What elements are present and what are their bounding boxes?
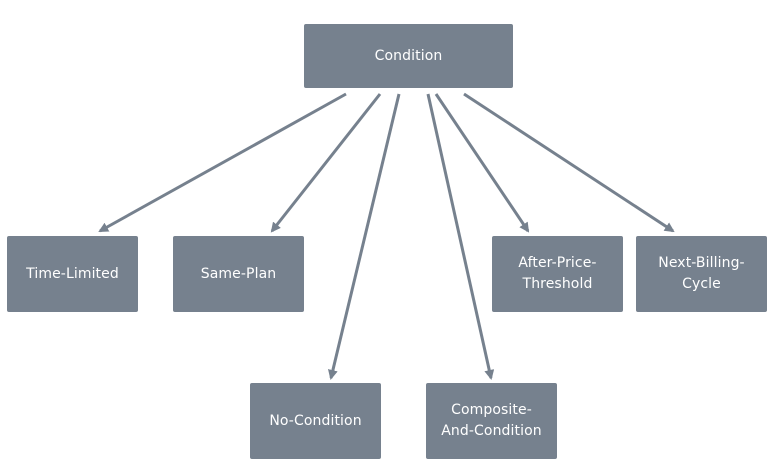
node-after-price-threshold: After-Price- Threshold <box>492 236 623 312</box>
node-condition: Condition <box>304 24 513 88</box>
node-condition-label: Condition <box>374 47 443 64</box>
edge-condition-to-after-price <box>434 93 530 233</box>
edge-condition-to-time-limited <box>98 92 347 233</box>
node-composite-and-condition-label: Composite- And-Condition <box>441 402 542 439</box>
node-composite-and-condition: Composite- And-Condition <box>426 383 557 459</box>
node-same-plan-label: Same-Plan <box>200 265 277 282</box>
edge-condition-to-same-plan <box>270 93 382 233</box>
node-no-condition-label: No-Condition <box>269 412 362 429</box>
edge-condition-to-next-billing <box>463 92 675 233</box>
edge-condition-to-no-condition <box>328 93 401 380</box>
node-same-plan: Same-Plan <box>173 236 304 312</box>
node-time-limited-label: Time-Limited <box>26 265 119 282</box>
node-time-limited: Time-Limited <box>7 236 138 312</box>
node-next-billing-cycle: Next-Billing- Cycle <box>636 236 767 312</box>
node-next-billing-cycle-label: Next-Billing- Cycle <box>658 255 745 292</box>
edge-condition-to-composite <box>426 93 495 380</box>
node-no-condition: No-Condition <box>250 383 381 459</box>
node-after-price-threshold-label: After-Price- Threshold <box>518 255 597 292</box>
